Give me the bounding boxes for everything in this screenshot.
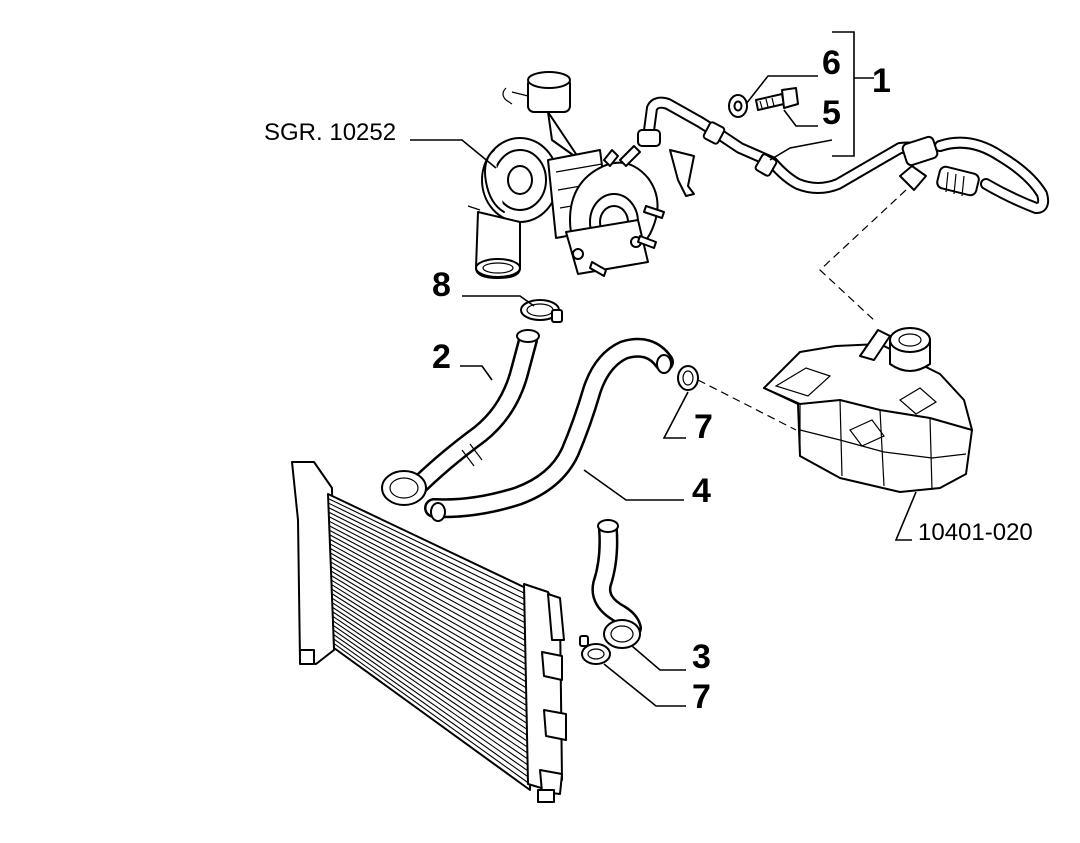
radiator-fins	[327, 498, 531, 785]
radiator-fin	[332, 620, 531, 756]
hose-2	[381, 329, 540, 506]
radiator-fin	[328, 520, 531, 626]
radiator-fin	[330, 561, 531, 679]
radiator-fin	[329, 543, 531, 656]
banjo-bolt	[755, 87, 799, 111]
dashed-link-pipe-to-tank	[819, 189, 907, 323]
callout-7-lower: 7	[692, 678, 711, 716]
radiator-fin	[330, 556, 531, 673]
radiator-fin	[333, 638, 531, 779]
reference-label-expansion-tank: 10401-020	[918, 519, 1033, 546]
radiator-fin	[329, 529, 531, 638]
radiator-fin	[333, 643, 531, 785]
expansion-tank	[763, 327, 973, 493]
radiator	[291, 461, 567, 803]
callout-1: 1	[872, 62, 891, 100]
hose-clamp-8	[520, 299, 563, 323]
callout-5: 5	[822, 94, 841, 132]
dashed-link-clamp-to-tank	[697, 379, 797, 431]
radiator-fin	[332, 611, 531, 744]
radiator-fin	[330, 565, 531, 685]
radiator-fin	[332, 629, 531, 767]
hose-clamp-7-upper	[677, 365, 699, 391]
radiator-fin	[328, 525, 531, 632]
radiator-fin	[330, 570, 531, 691]
radiator-fin	[332, 615, 531, 750]
radiator-fin	[332, 606, 531, 738]
callout-3: 3	[692, 638, 711, 676]
radiator-fin	[331, 593, 531, 720]
callout-7-upper: 7	[694, 408, 713, 446]
hose-3	[591, 519, 642, 649]
oil-pipe-assembly	[637, 96, 1050, 214]
radiator-fin	[333, 633, 531, 773]
radiator-fin	[327, 498, 531, 597]
radiator-fin	[330, 552, 531, 667]
radiator-fin	[331, 584, 531, 709]
callout-4: 4	[692, 472, 711, 510]
hose-4	[424, 337, 674, 522]
radiator-fin	[328, 511, 531, 615]
radiator-fin	[331, 588, 531, 714]
radiator-fin	[331, 602, 531, 732]
radiator-fin	[331, 579, 531, 703]
radiator-fin	[329, 538, 531, 650]
reference-label-turbocharger: SGR. 10252	[264, 119, 396, 146]
radiator-fin	[332, 624, 531, 762]
radiator-fin	[330, 575, 531, 697]
radiator-fin	[329, 547, 531, 662]
washer	[728, 94, 748, 118]
callout-2: 2	[432, 338, 451, 376]
radiator-fin	[329, 534, 531, 644]
radiator-fin	[328, 502, 531, 603]
callout-8: 8	[432, 266, 451, 304]
radiator-fin	[328, 507, 531, 609]
hose-clamp-7-lower	[579, 635, 611, 665]
turbocharger	[467, 71, 665, 279]
radiator-fin	[331, 597, 531, 726]
callout-6: 6	[822, 44, 841, 82]
leader-lines	[410, 31, 917, 707]
radiator-fin	[328, 516, 531, 620]
